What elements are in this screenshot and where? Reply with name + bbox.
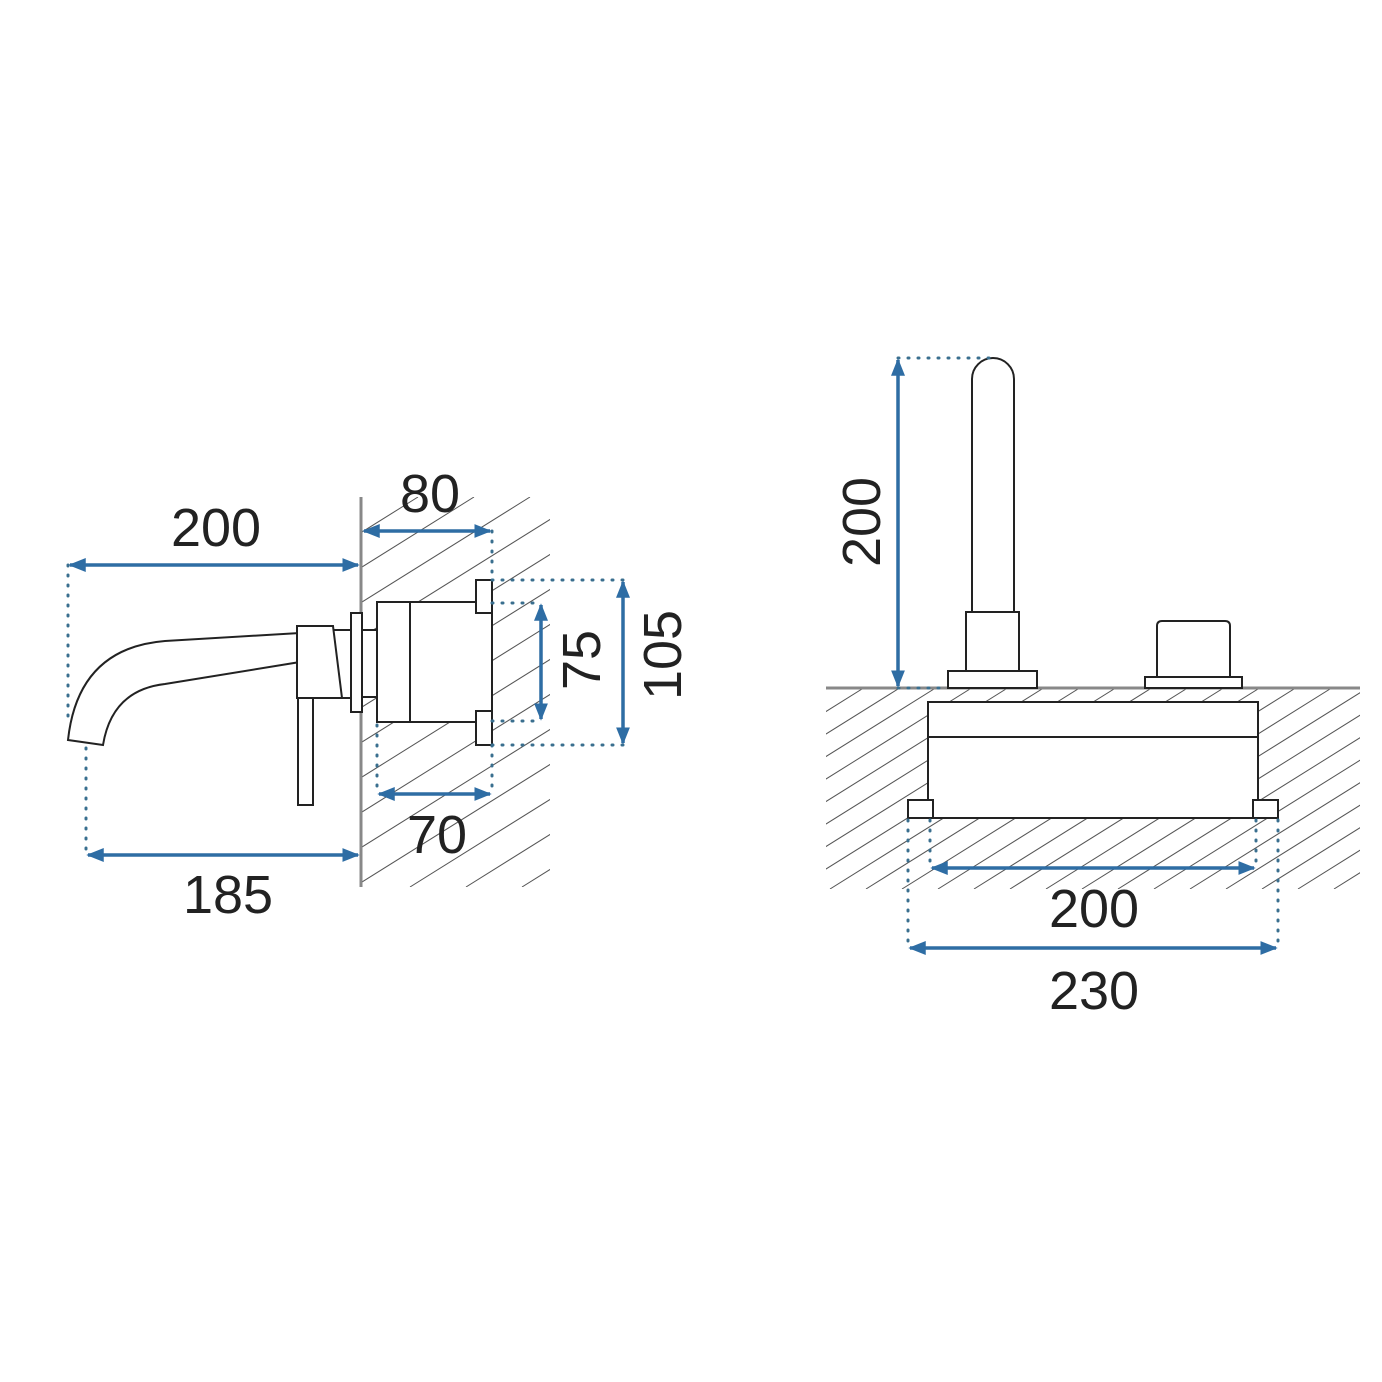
side-view: 200 185 80 70 75 105	[66, 464, 693, 925]
hatch-line	[1189, 782, 1360, 889]
hatch-line	[1117, 737, 1360, 889]
hatch-line	[362, 497, 531, 603]
dim-label-200-width: 200	[1049, 879, 1139, 939]
dim-label-80: 80	[400, 464, 460, 524]
front-view: 200 200 230	[826, 356, 1360, 1021]
hatch-line	[409, 798, 550, 887]
dim-label-200-side: 200	[171, 498, 261, 558]
dim-label-200-height: 200	[832, 477, 892, 567]
hatch-line	[362, 553, 550, 673]
faucet-side	[66, 579, 493, 806]
dim-label-185: 185	[183, 865, 273, 925]
dim-label-75: 75	[552, 630, 612, 690]
hatch-line	[1225, 804, 1360, 889]
hatch-line	[1297, 849, 1360, 889]
hatch-line	[826, 689, 971, 780]
hatch-line	[362, 658, 550, 778]
faucet-front	[907, 357, 1279, 819]
handle-knob	[1156, 620, 1231, 678]
dotted-extensions	[66, 529, 625, 857]
dotted-extensions-front	[896, 356, 1280, 950]
lever-handle	[297, 697, 314, 806]
dim-label-105: 105	[633, 610, 693, 700]
hatch-line	[362, 518, 550, 638]
hatch-line	[1153, 759, 1360, 889]
dim-label-230: 230	[1049, 961, 1139, 1021]
spout	[971, 357, 1015, 613]
hatch-line	[1261, 827, 1360, 889]
hatch-line	[826, 689, 935, 758]
hatch-line	[826, 689, 899, 735]
hatch-line	[1333, 872, 1360, 889]
hatch-line	[362, 763, 550, 883]
hatch-line	[362, 728, 550, 848]
dim-label-70: 70	[407, 805, 467, 865]
hatch-line	[826, 689, 827, 690]
hatch-line	[362, 497, 475, 568]
concealed-body	[927, 701, 1259, 819]
mixer-body	[376, 601, 493, 723]
hatch-line	[826, 689, 863, 713]
